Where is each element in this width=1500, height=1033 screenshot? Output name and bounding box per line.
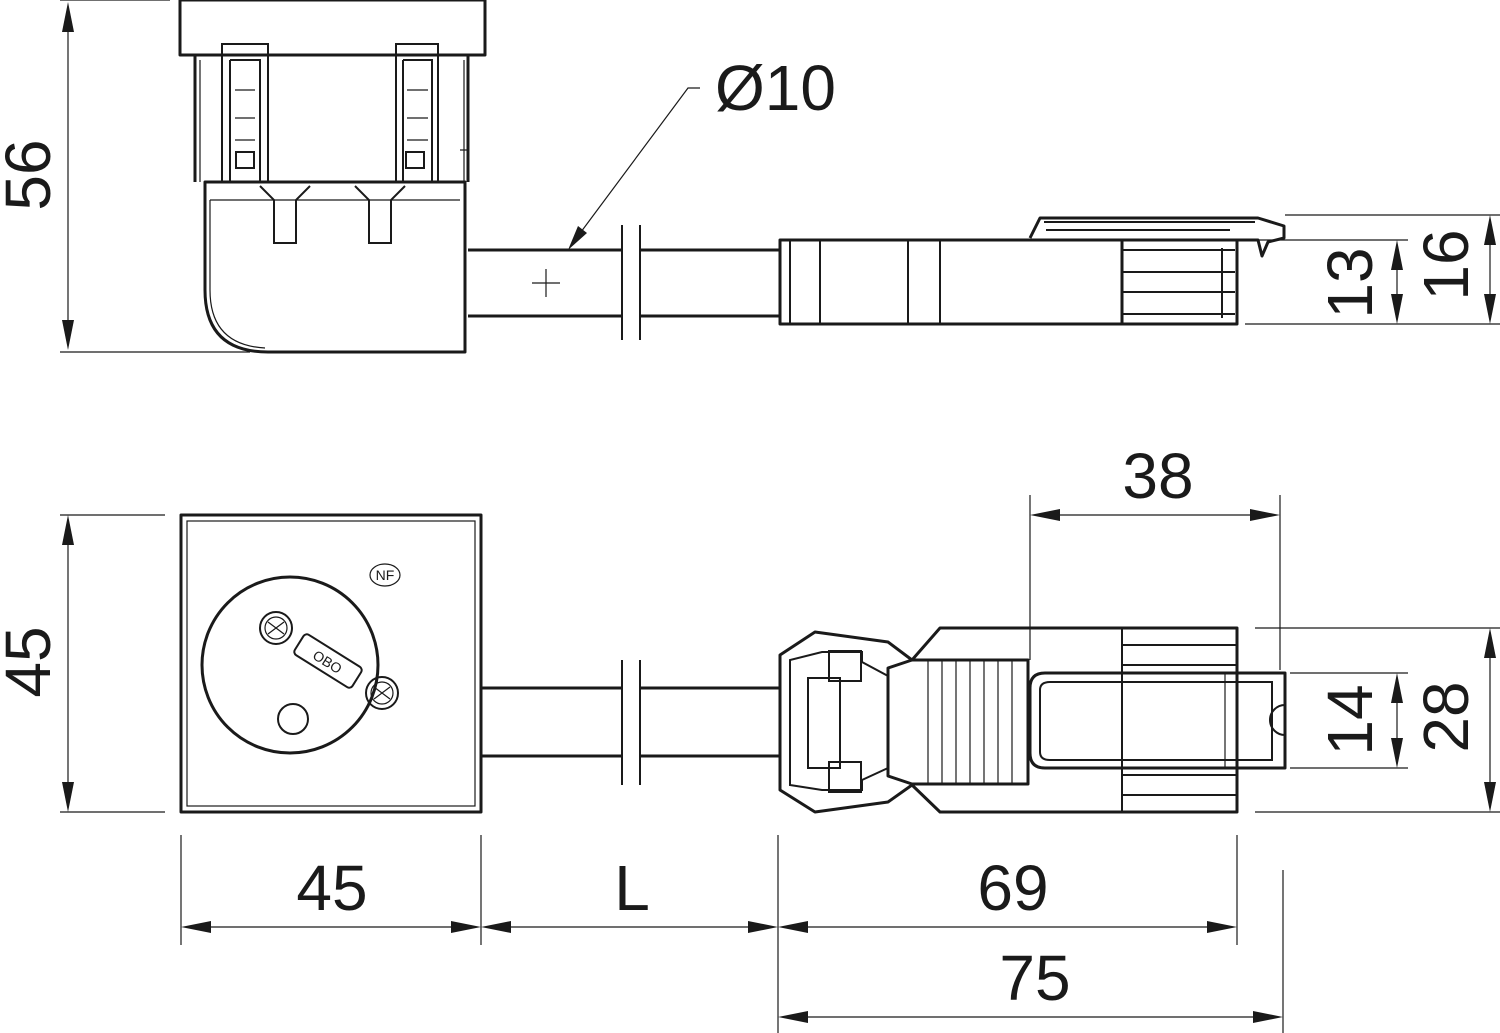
dim-45-vertical-label: 45 <box>0 626 64 697</box>
brand-logo-text: OBO <box>310 647 345 677</box>
dim-14-label: 14 <box>1314 684 1386 755</box>
connector-front <box>778 626 1287 814</box>
dim-16-label: 16 <box>1410 229 1482 300</box>
socket-pin-left <box>259 611 293 645</box>
dim-56-label: 56 <box>0 139 64 210</box>
nf-mark: NF <box>369 563 401 587</box>
front-view: OBO NF <box>0 440 1500 1033</box>
brand-logo: OBO <box>293 633 363 689</box>
nf-mark-text: NF <box>376 567 395 583</box>
dim-45-vertical: 45 <box>0 514 165 813</box>
socket-pin-right <box>365 676 399 710</box>
dim-diameter-10: Ø10 <box>568 52 836 250</box>
dim-56: 56 <box>0 0 250 353</box>
dim-69-label: 69 <box>977 852 1048 924</box>
dim-45-horizontal-label: 45 <box>296 852 367 924</box>
dim-13-label: 13 <box>1314 247 1386 318</box>
connector-side <box>778 216 1286 326</box>
side-view: 56 Ø10 13 16 <box>0 0 1500 354</box>
dim-38-label: 38 <box>1122 440 1193 512</box>
dim-diameter-label: Ø10 <box>715 52 836 124</box>
dim-13-16: 13 16 <box>1245 214 1500 325</box>
dim-28-label: 28 <box>1410 681 1482 752</box>
dim-L-label: L <box>614 852 650 924</box>
dim-bottom-row: 45 L 69 75 <box>180 835 1284 1033</box>
dim-38: 38 <box>1029 440 1281 670</box>
socket-housing-side <box>178 0 487 354</box>
earth-pin-hole <box>277 703 309 735</box>
socket-plate-front: OBO NF <box>179 513 483 814</box>
cable-side <box>468 225 780 340</box>
cable-front <box>481 660 780 785</box>
dim-14-28: 14 28 <box>1255 627 1500 813</box>
dim-75-label: 75 <box>999 942 1070 1014</box>
